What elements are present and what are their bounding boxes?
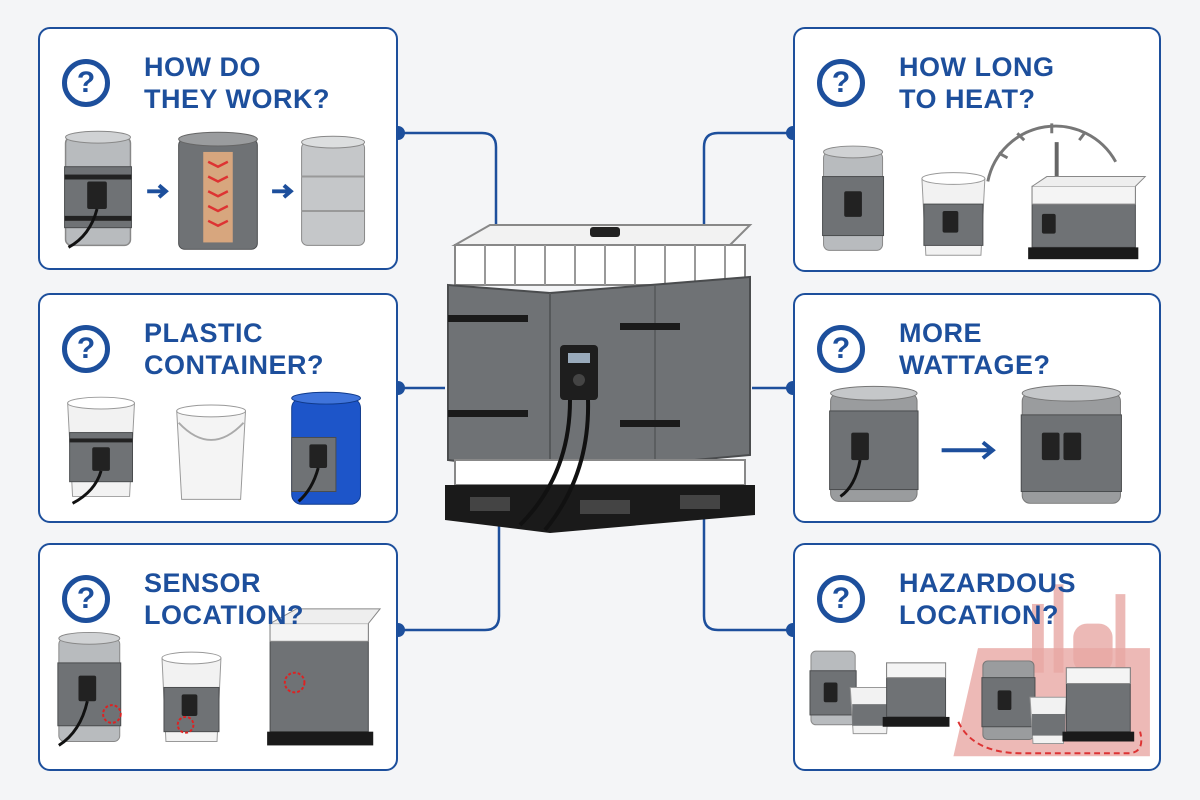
- how-long-illustration: [822, 123, 1147, 260]
- panel-title: MORE WATTAGE?: [899, 318, 1051, 380]
- panel-plastic-container: ? PLASTIC CONTAINER?: [38, 293, 398, 523]
- panel-how-do-they-work: ? HOW DO THEY WORK?: [38, 27, 398, 270]
- sensor-marker-icon: [283, 671, 306, 694]
- question-icon: ?: [817, 575, 865, 623]
- drum-single-heater-image: [829, 385, 919, 502]
- question-icon: ?: [817, 59, 865, 107]
- connector-sensor: [398, 520, 501, 632]
- pail-image: [176, 404, 247, 500]
- question-icon: ?: [62, 575, 110, 623]
- panel-sensor-location: ? SENSOR LOCATION?: [38, 543, 398, 771]
- panel-title: SENSOR LOCATION?: [144, 568, 304, 630]
- heated-tote-image: [1028, 176, 1147, 260]
- gauge-icon: [986, 123, 1117, 182]
- heated-pail-image: [921, 172, 986, 256]
- hazard-zone-border: [957, 721, 1143, 755]
- arrow-icon: [272, 183, 294, 199]
- heated-tote-image: [267, 608, 382, 746]
- blue-plastic-drum-image: [291, 391, 361, 505]
- connector-how-work: [398, 131, 498, 240]
- panel-title: HOW LONG TO HEAT?: [899, 52, 1055, 114]
- drum-double-heater-image: [1020, 384, 1122, 504]
- drum-image: [301, 135, 366, 246]
- heated-drum-image: [57, 631, 122, 747]
- heated-drum-image: [981, 660, 1036, 741]
- connector-hazard: [702, 510, 793, 632]
- panel-title: HAZARDOUS LOCATION?: [899, 568, 1076, 630]
- hazardous-location-illustration: [809, 584, 1150, 757]
- ibc-tote-heater-image: [445, 224, 755, 533]
- heated-pail-image: [1029, 696, 1067, 744]
- heated-pail-image: [67, 396, 135, 505]
- blanket-straps: [448, 315, 680, 427]
- heated-drum-image: [809, 650, 857, 726]
- panel-hazardous-location: ? HAZARDOUS LOCATION?: [793, 543, 1161, 771]
- power-cord: [543, 399, 591, 532]
- panel-how-long-to-heat: ? HOW LONG TO HEAT?: [793, 27, 1161, 272]
- heated-tote-image: [1062, 667, 1135, 742]
- question-icon: ?: [817, 325, 865, 373]
- panel-title: PLASTIC CONTAINER?: [144, 318, 324, 380]
- how-work-illustration: [64, 130, 366, 250]
- plastic-container-illustration: [67, 391, 361, 505]
- tote-cap: [590, 227, 620, 237]
- heated-tote-image: [882, 662, 950, 727]
- panel-title: HOW DO THEY WORK?: [144, 52, 330, 114]
- heated-pail-image: [849, 686, 891, 735]
- more-wattage-illustration: [829, 384, 1122, 504]
- power-cord: [518, 399, 572, 527]
- question-icon: ?: [62, 59, 110, 107]
- sensor-location-illustration: [57, 608, 382, 747]
- heated-drum-image: [822, 145, 885, 251]
- panel-more-wattage: ? MORE WATTAGE?: [793, 293, 1161, 523]
- question-icon: ?: [62, 325, 110, 373]
- arrow-icon: [941, 440, 996, 460]
- heating-blanket: [447, 275, 751, 475]
- heated-drum-image: [64, 130, 132, 249]
- cutaway-drum-image: [178, 131, 258, 250]
- connector-how-long: [702, 131, 793, 240]
- sensor-marker-icon: [102, 704, 122, 724]
- heated-pail-image: [161, 651, 222, 742]
- sensor-marker-icon: [176, 715, 195, 734]
- arrow-icon: [147, 183, 169, 199]
